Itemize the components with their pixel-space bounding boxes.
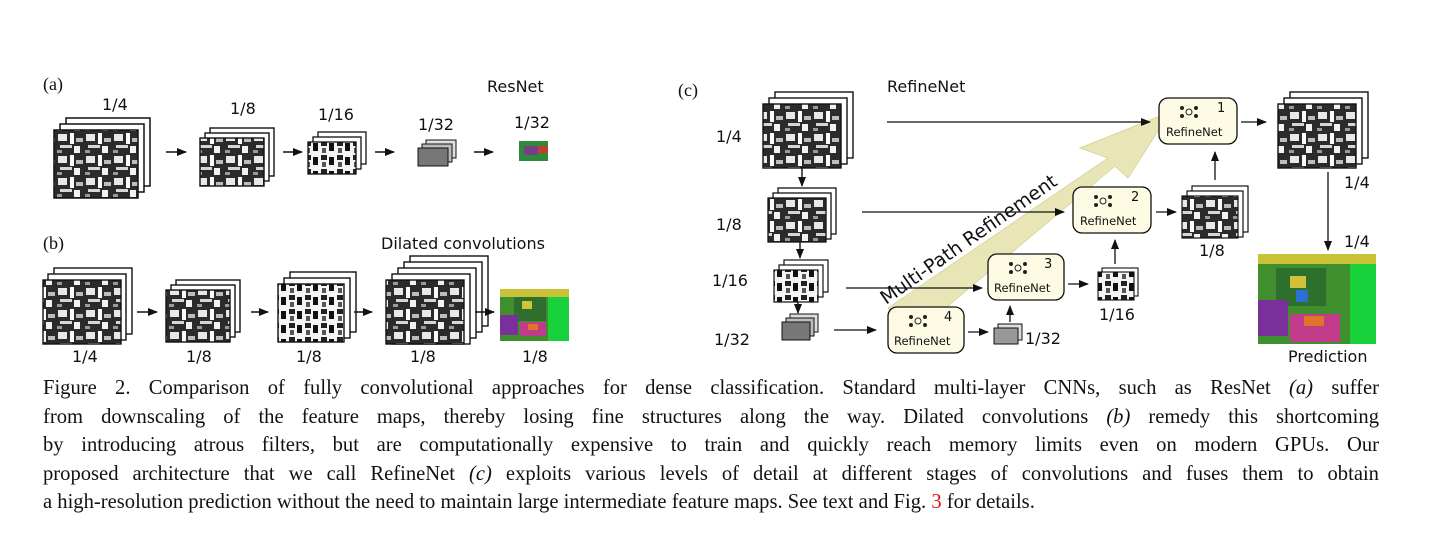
panel-b-feature-map-2 [165,279,241,343]
block-1-output-scale: 1/4 [1344,173,1370,192]
caption-line-1-text-b: suffer [1313,377,1379,399]
refinenet-block-1-label: RefineNet [1166,125,1223,139]
panel-b-label: (b) [43,233,64,254]
prediction-label: Prediction [1288,347,1367,366]
refinenet-block-4: 4 RefineNet [887,306,965,354]
panel-a-feature-map-4 [417,139,457,167]
panel-a-feature-map-3 [307,131,367,175]
refinenet-block-3-label: RefineNet [994,281,1051,295]
panel-a-coarse-prediction [519,141,548,161]
panel-b-feature-map-1 [42,267,133,345]
panel-c-feature-map-1-4 [762,91,854,169]
caption-line-4-text-a: proposed architecture that we call Refin… [43,462,470,485]
panel-b-feature-map-4 [385,255,489,345]
panel-b-scale-4: 1/8 [410,347,436,366]
figure-2: (a) ResNet 1/4 1/8 1/16 1/32 1/32 (b) Di… [42,74,1376,366]
caption-line-2: from downscaling of the feature maps, th… [43,403,1379,432]
block-1-output-map [1277,91,1369,169]
panel-b-title: Dilated convolutions [381,234,545,253]
caption-line-1-text-a: Figure 2. Comparison of fully convolutio… [43,377,1290,399]
panel-a-scale-2: 1/8 [230,99,256,118]
panel-c-label: (c) [678,80,698,101]
panel-a-label: (a) [43,74,63,95]
panel-b-prediction-map [500,289,569,341]
figure-3-reference-link[interactable]: 3 [931,491,942,513]
panel-b-scale-5: 1/8 [522,347,548,366]
panel-c-feature-map-1-8 [767,187,837,243]
caption-line-5-text-b: for details. [941,491,1035,513]
block-4-output-map [993,323,1023,345]
panel-a-scale-1: 1/4 [102,95,128,114]
prediction-scale: 1/4 [1344,232,1370,251]
refinenet-block-2-label: RefineNet [1080,214,1137,228]
block-3-output-scale: 1/16 [1099,305,1135,324]
panel-c-title: RefineNet [887,77,965,96]
caption-line-2-text-a: from downscaling of the feature maps, th… [43,405,1107,428]
panel-c-scale-left-1: 1/4 [716,127,742,146]
caption-line-1-italic: (a) [1289,377,1314,399]
caption-line-2-italic: (b) [1106,405,1131,428]
refinenet-block-1-number: 1 [1217,101,1225,116]
refinenet-block-3-number: 3 [1044,257,1052,272]
block-2-output-scale: 1/8 [1199,241,1225,260]
refinenet-block-4-number: 4 [944,310,952,325]
caption-line-2-text-b: remedy this shortcoming [1130,405,1379,428]
panel-c-scale-left-4: 1/32 [714,330,750,349]
prediction-map [1258,254,1376,344]
caption-line-5-text-a: a high-resolution prediction without the… [43,491,932,513]
caption-line-4: proposed architecture that we call Refin… [43,460,1379,489]
panel-a-scale-5: 1/32 [514,113,550,132]
panel-b-scale-1: 1/4 [72,347,98,366]
figure-caption: Figure 2. Comparison of fully convolutio… [43,374,1379,517]
caption-line-4-italic: (c) [469,462,492,485]
panel-a-scale-4: 1/32 [418,115,454,134]
refinenet-block-2: 2 RefineNet [1072,186,1152,234]
caption-line-1: Figure 2. Comparison of fully convolutio… [43,374,1379,403]
caption-line-4-text-b: exploits various levels of detail at dif… [491,462,1379,485]
block-3-output-map [1097,267,1139,301]
panel-a-feature-map-1 [53,117,151,199]
caption-line-3: by introducing atrous filters, but are c… [43,434,1379,456]
block-4-output-scale: 1/32 [1025,329,1061,348]
panel-a-feature-map-2 [199,127,275,187]
panel-a-scale-3: 1/16 [318,105,354,124]
refinenet-block-2-number: 2 [1131,190,1139,205]
caption-line-5: a high-resolution prediction without the… [43,488,1379,517]
panel-a-title: ResNet [487,77,544,96]
refinenet-block-4-label: RefineNet [894,334,951,348]
panel-c-scale-left-2: 1/8 [716,215,742,234]
panel-c-feature-map-1-32 [781,313,819,341]
refinenet-block-1: 1 RefineNet [1158,97,1238,145]
panel-c-feature-map-1-16 [773,259,829,303]
refinenet-block-3: 3 RefineNet [987,253,1065,301]
panel-b-scale-3: 1/8 [296,347,322,366]
panel-b-feature-map-3 [277,271,357,343]
block-2-output-map [1181,185,1249,239]
panel-b-scale-2: 1/8 [186,347,212,366]
panel-c-scale-left-3: 1/16 [712,271,748,290]
